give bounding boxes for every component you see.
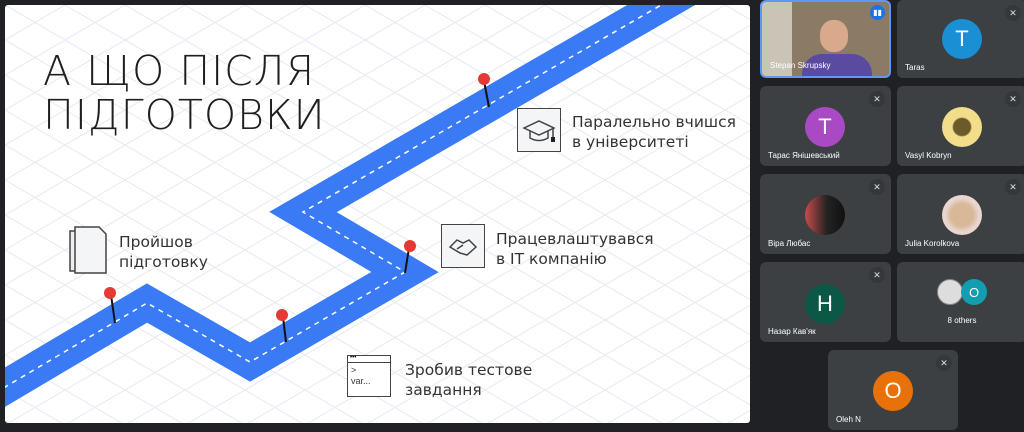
participant-name: Віра Любас <box>768 239 811 248</box>
participant-tile-stepan[interactable]: ▮▮ Stepan Skrupsky <box>760 0 891 78</box>
avatar: O <box>873 371 913 411</box>
step-university: Паралельно вчишся в університеті <box>572 112 736 152</box>
participant-name: Vasyl Kobryn <box>905 151 952 160</box>
mic-off-icon: ✕ <box>936 355 952 371</box>
avatar: T <box>805 107 845 147</box>
step-employed: Працевлаштувався в IT компанію <box>496 229 654 269</box>
speaking-indicator-icon: ▮▮ <box>870 5 885 20</box>
step-line: в IT компанію <box>496 250 607 268</box>
step-line: Пройшов <box>119 233 193 251</box>
participant-tile-julia[interactable]: ✕ Julia Korolkova <box>897 174 1024 254</box>
participant-tile-vira[interactable]: ✕ Віра Любас <box>760 174 891 254</box>
pin-1 <box>104 287 116 324</box>
participant-name: Stepan Skrupsky <box>770 61 831 70</box>
step-line: Зробив тестове <box>405 361 533 379</box>
participant-tile-oleh[interactable]: O ✕ Oleh N <box>828 350 958 430</box>
iso-grid <box>5 5 750 423</box>
avatar-photo <box>937 279 963 305</box>
mic-off-icon: ✕ <box>869 91 885 107</box>
graduation-cap-icon <box>517 108 561 152</box>
mic-off-icon: ✕ <box>869 267 885 283</box>
participant-tile-taras-ya[interactable]: T ✕ Тарас Янішевський <box>760 86 891 166</box>
avatar-photo <box>805 195 845 235</box>
road-centerline <box>5 5 663 388</box>
others-count: 8 others <box>947 316 977 325</box>
mic-off-icon: ✕ <box>869 179 885 195</box>
step-line: завдання <box>405 381 482 399</box>
participant-tile-vasyl[interactable]: ✕ Vasyl Kobryn <box>897 86 1024 166</box>
avatar: O <box>961 279 987 305</box>
mic-off-icon: ✕ <box>1005 179 1021 195</box>
terminal-prompt: > <box>351 365 357 375</box>
terminal-text: var... <box>351 376 371 386</box>
pin-4 <box>478 73 490 108</box>
video-background <box>762 2 792 76</box>
step-training: Пройшов підготовку <box>119 232 208 272</box>
pin-2 <box>276 309 288 343</box>
avatar: T <box>942 19 982 59</box>
participant-name: Julia Korolkova <box>905 239 960 248</box>
title-line-1: А ЩО ПІСЛЯ <box>43 47 316 95</box>
others-tile[interactable]: O 8 others <box>897 262 1024 342</box>
terminal-icon: ••• > var... <box>347 355 391 397</box>
pin-3 <box>404 240 416 274</box>
participant-name: Назар Кав'як <box>768 327 816 336</box>
slide-graphics <box>5 5 750 423</box>
avatar: H <box>805 284 845 324</box>
handshake-icon <box>441 224 485 268</box>
mic-off-icon: ✕ <box>1005 91 1021 107</box>
participant-name: Тарас Янішевський <box>768 151 840 160</box>
step-line: Паралельно вчишся <box>572 113 736 131</box>
participant-name: Taras <box>905 63 925 72</box>
presentation-slide: А ЩО ПІСЛЯ ПІДГОТОВКИ Пройшов підготовку… <box>5 5 750 423</box>
step-line: в університеті <box>572 133 689 151</box>
avatar-photo <box>942 107 982 147</box>
document-icon <box>69 226 107 274</box>
person-body <box>802 54 872 76</box>
participant-name: Oleh N <box>836 415 861 424</box>
mic-off-icon: ✕ <box>1005 5 1021 21</box>
step-test-task: Зробив тестове завдання <box>405 360 532 400</box>
step-line: Працевлаштувався <box>496 230 654 248</box>
participant-tile-nazar[interactable]: H ✕ Назар Кав'як <box>760 262 891 342</box>
participant-tile-taras[interactable]: T ✕ Taras <box>897 0 1024 78</box>
person-face <box>820 20 848 52</box>
slide-title: А ЩО ПІСЛЯ ПІДГОТОВКИ <box>43 49 326 137</box>
title-line-2: ПІДГОТОВКИ <box>43 91 326 139</box>
step-line: підготовку <box>119 253 208 271</box>
avatar-photo <box>942 195 982 235</box>
